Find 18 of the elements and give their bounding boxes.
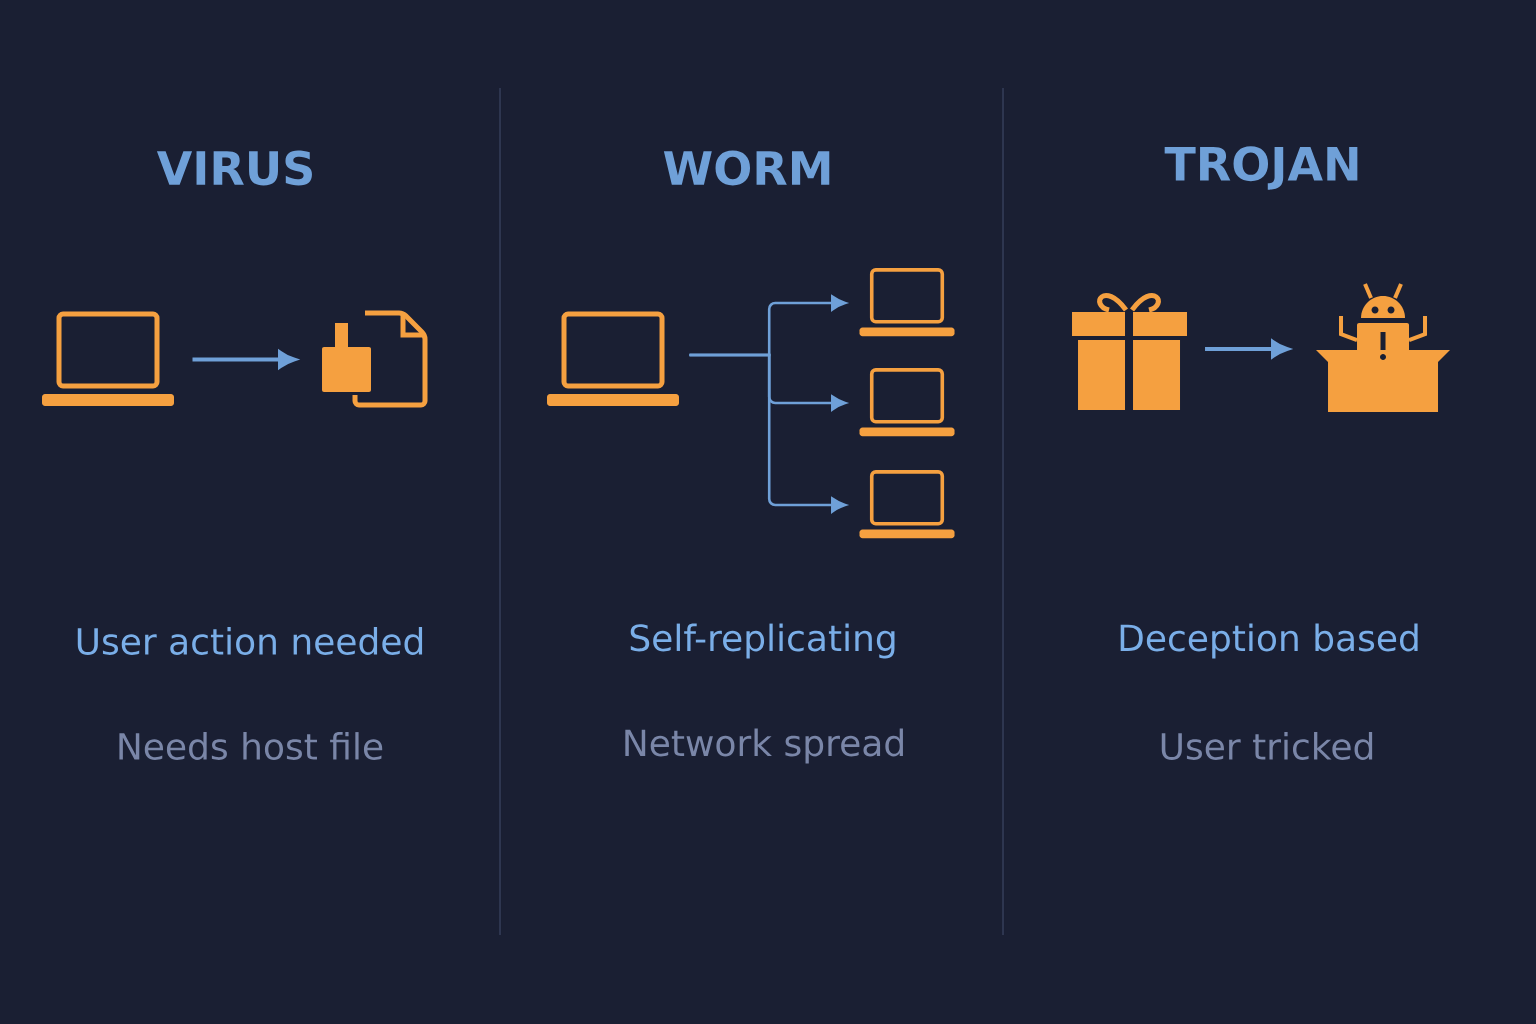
gift-icon: [1072, 293, 1187, 410]
laptop-icon: [859, 268, 955, 337]
laptop-icon: [547, 311, 679, 406]
description: User tricked: [1161, 732, 1373, 760]
laptop-icon: [859, 368, 955, 437]
subtitle: Deception based: [1120, 623, 1418, 659]
heading: TROJAN: [1164, 146, 1358, 190]
description: Network spread: [625, 728, 903, 764]
arrow: [689, 353, 847, 513]
heading: VIRUS: [156, 150, 312, 186]
subtitle: Self-replicating: [630, 623, 895, 659]
bug-in-box-icon: [1316, 283, 1450, 412]
laptop-icon: [859, 470, 955, 539]
heading: WORM: [663, 150, 830, 186]
laptop-icon: [42, 311, 174, 406]
files-icon: [322, 310, 428, 408]
description: Needs host file: [119, 732, 383, 760]
subtitle: User action needed: [77, 627, 423, 655]
